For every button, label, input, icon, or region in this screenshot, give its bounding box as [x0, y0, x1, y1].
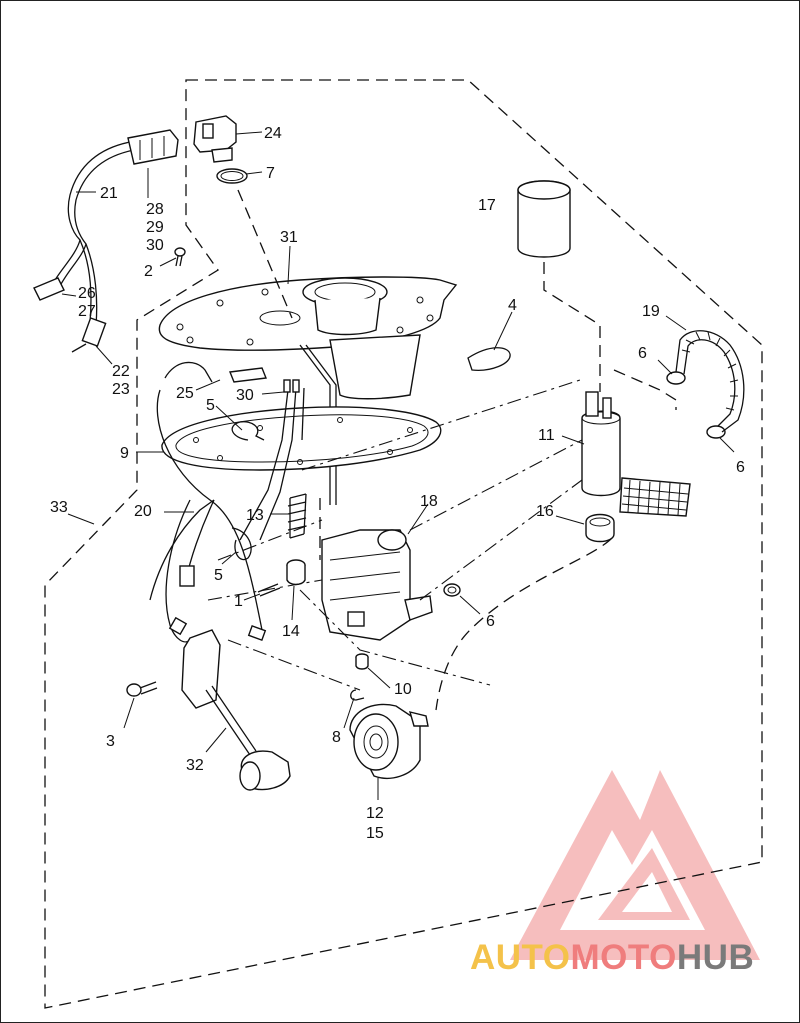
wire-harness-21	[33, 129, 179, 353]
screw-3	[126, 681, 158, 697]
leader-lines	[61, 131, 735, 800]
callout-33: 33	[50, 499, 68, 516]
pin-1	[257, 583, 281, 597]
pump-flange-31	[158, 276, 458, 505]
callout-10: 10	[394, 681, 412, 698]
callout-6-right: 6	[736, 459, 745, 476]
strainer	[619, 477, 691, 517]
screw-2	[174, 247, 186, 267]
assembly-boundary-dashed	[44, 79, 763, 1009]
internal-wires-25-30	[149, 361, 305, 631]
callout-15: 15	[366, 825, 384, 842]
callout-29: 29	[146, 219, 164, 236]
callout-25: 25	[176, 385, 194, 402]
callout-8: 8	[332, 729, 341, 746]
callouts: 24 7 21 28 29 30 2 26 27 22 23 31 17 4 1…	[50, 125, 745, 842]
callout-11: 11	[538, 427, 555, 444]
isolator-16	[585, 513, 615, 543]
callout-5-lower: 5	[214, 567, 223, 584]
gasket-9	[161, 406, 442, 471]
watermark-hub: HUB	[676, 938, 755, 977]
watermark-moto: MOTO	[570, 938, 677, 977]
callout-20: 20	[134, 503, 152, 520]
fuel-filter-12	[349, 703, 429, 779]
callout-4: 4	[508, 297, 517, 314]
callout-30-top: 30	[146, 237, 164, 254]
callout-5-upper: 5	[206, 397, 215, 414]
clip-8	[350, 689, 365, 701]
callout-1: 1	[234, 593, 243, 610]
callout-13: 13	[246, 507, 264, 524]
band-clamp-4	[467, 347, 511, 371]
callout-24: 24	[264, 125, 282, 142]
callout-23: 23	[112, 381, 130, 398]
callout-28: 28	[146, 201, 164, 218]
callout-7: 7	[266, 165, 275, 182]
callout-26: 26	[78, 285, 96, 302]
callout-6-upper: 6	[638, 345, 647, 362]
fuel-pump-11	[581, 391, 621, 497]
callout-19: 19	[642, 303, 660, 320]
callout-9: 9	[120, 445, 129, 462]
hose-clamp-6-bracket	[443, 583, 461, 597]
callout-16: 16	[536, 503, 554, 520]
tie-strap-5-lower	[231, 527, 252, 561]
callout-17: 17	[478, 197, 496, 214]
hose-clamp-6-right	[706, 425, 726, 439]
bushing-14	[286, 559, 306, 586]
watermark-logo	[510, 770, 760, 960]
callout-21: 21	[100, 185, 118, 202]
fuel-hose-19	[675, 330, 745, 433]
spring-13	[287, 493, 307, 539]
callout-32: 32	[186, 757, 204, 774]
callout-18: 18	[420, 493, 438, 510]
retainer-10	[355, 653, 369, 670]
fuel-level-sender-32	[181, 629, 291, 791]
callout-14: 14	[282, 623, 300, 640]
callout-22: 22	[112, 363, 130, 380]
callout-3: 3	[106, 733, 115, 750]
watermark-auto: AUTO	[470, 938, 571, 977]
callout-31: 31	[280, 229, 298, 246]
pump-bracket-18	[321, 529, 433, 641]
alignment-lines	[207, 189, 677, 711]
connector-24	[193, 115, 237, 163]
callout-12: 12	[366, 805, 384, 822]
callout-6-bracket: 6	[486, 613, 495, 630]
tie-strap-5-upper	[231, 421, 265, 441]
watermark-text: AUTOMOTOHUB	[470, 938, 754, 978]
hose-clamp-6-upper	[666, 371, 686, 385]
callout-30: 30	[236, 387, 254, 404]
callout-27: 27	[78, 303, 96, 320]
sleeve-17	[517, 180, 571, 258]
callout-2: 2	[144, 263, 153, 280]
wire-20	[165, 499, 267, 643]
